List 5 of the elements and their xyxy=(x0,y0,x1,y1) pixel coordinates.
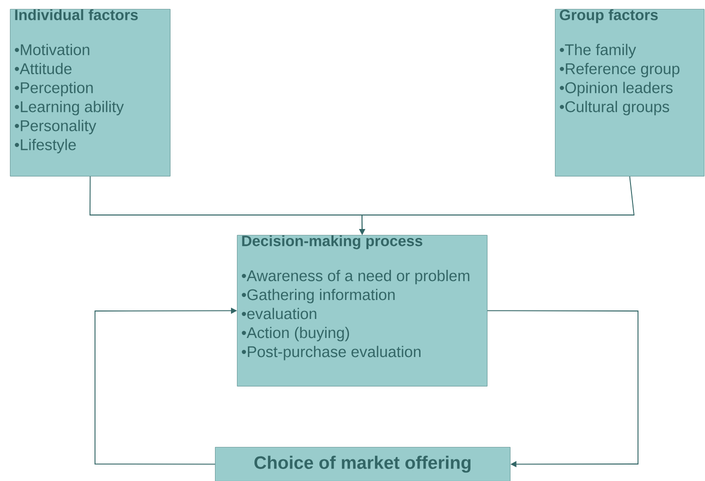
text-box: Individual factors •Motivation •Attitude •Perception •Learning ability •Personality •Lifestyle xyxy=(10,9,170,176)
text-box: Group factors •The family •Reference group •Opinion leaders •Cultural groups xyxy=(555,9,704,176)
text-box: Decision-making process •Awareness of a need or problem •Gathering information •evaluation •Action (buying) •Post-purchase evaluation xyxy=(237,235,488,386)
text-box: Choice of market offering xyxy=(215,447,510,481)
arrow xyxy=(486,310,638,468)
